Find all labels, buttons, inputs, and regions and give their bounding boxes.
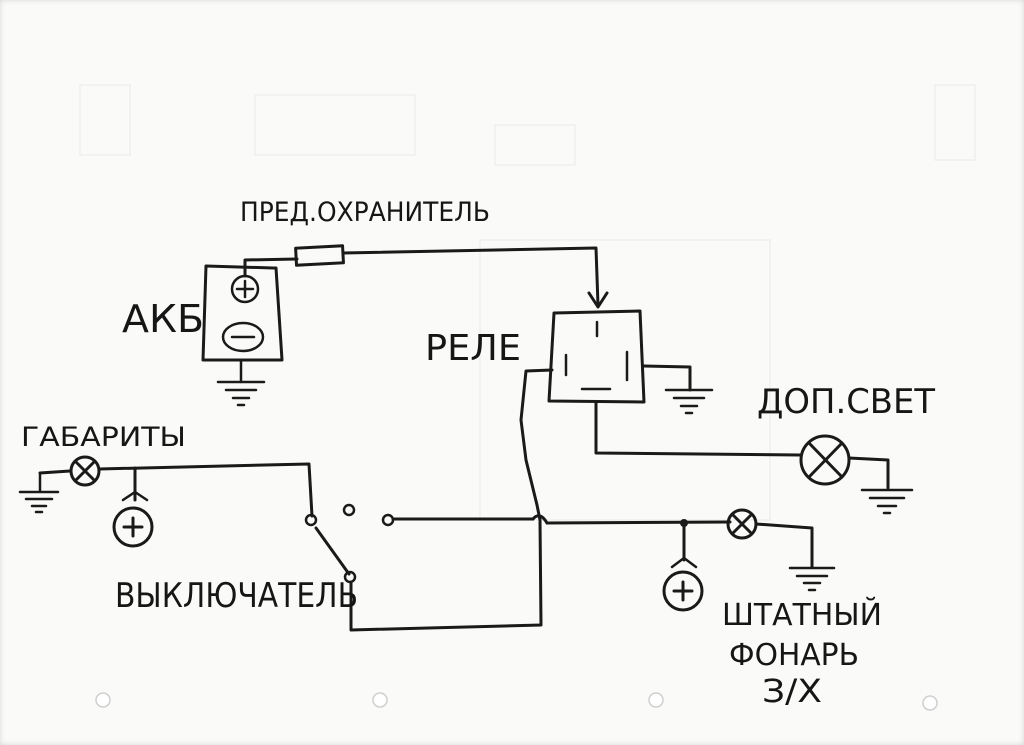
- plus-supply-symbol: [112, 506, 154, 548]
- punch-hole: [922, 695, 938, 711]
- wire-extra-light-to-ground: [847, 456, 890, 490]
- stock-lamp-label-line1: ШТАТНЫЙ: [722, 597, 882, 633]
- supply-arrow-icon: [121, 490, 149, 502]
- punch-hole: [648, 692, 664, 708]
- switch-contact: [342, 503, 356, 517]
- wire-relay-to-extra-light: [594, 401, 802, 457]
- extra-light-label: ДОП.СВЕТ: [757, 382, 935, 422]
- switch-label: ВЫКЛЮЧАТЕЛЬ: [115, 576, 358, 616]
- parking-lights-label: ГАБАРИТЫ: [21, 422, 186, 453]
- stock-lamp-label-line2: ФОНАРЬ: [729, 638, 859, 673]
- wire-main-to-stock-lamp: [545, 520, 732, 525]
- battery-minus-terminal: [221, 321, 265, 353]
- switch-contact: [381, 513, 395, 527]
- wire-switch-return: [349, 518, 543, 632]
- ground-icon: [18, 471, 60, 514]
- ground-icon: [664, 388, 714, 415]
- ground-icon: [860, 488, 914, 515]
- relay-label: РЕЛЕ: [425, 328, 521, 369]
- stock-lamp: [726, 508, 758, 540]
- fuse-symbol: [294, 244, 345, 267]
- wire-crossover: [531, 514, 549, 525]
- wire-ground-to-parking-lamp: [38, 469, 72, 475]
- relay-symbol: [547, 309, 646, 404]
- wire-battery-to-fuse: [243, 257, 299, 278]
- punch-hole: [372, 692, 388, 708]
- fuse-label: ПРЕД.ОХРАНИТЕЛЬ: [240, 197, 490, 228]
- paper-show-through: [79, 84, 976, 521]
- wire-fuse-to-relay: [341, 246, 600, 307]
- stock-lamp-label-line3: З/Х: [762, 672, 822, 710]
- switch-symbol: [304, 503, 395, 584]
- parking-lamp: [69, 455, 101, 487]
- arrow-icon: [587, 291, 609, 309]
- punch-holes: [95, 692, 938, 711]
- wire-stock-lamp-to-ground: [754, 522, 814, 569]
- ground-icon: [788, 566, 836, 592]
- wire-relay-coil: [519, 368, 554, 522]
- punch-hole: [95, 692, 111, 708]
- battery-label: АКБ: [122, 297, 204, 341]
- supply-arrow-icon: [670, 556, 698, 569]
- extra-light-lamp: [799, 434, 851, 486]
- plus-supply-symbol: [662, 570, 704, 612]
- switch-contact: [304, 513, 318, 527]
- ground-icon: [216, 380, 266, 407]
- wire-parking-lamp-to-switch: [97, 462, 314, 518]
- battery-symbol: [201, 264, 284, 407]
- wire-relay-to-ground: [642, 364, 692, 392]
